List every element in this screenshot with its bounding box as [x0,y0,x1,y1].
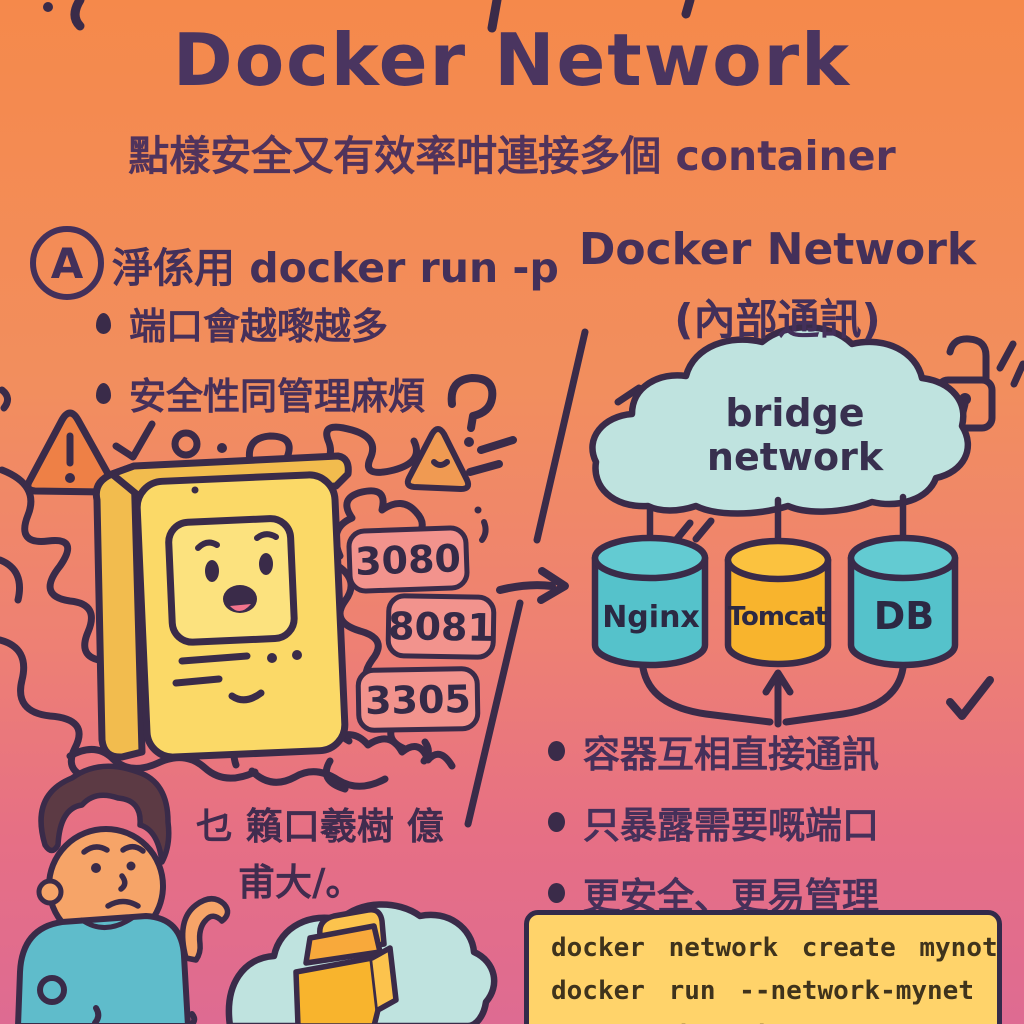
computer-illustration [92,452,352,761]
person-note-line2: 甫大/。 [238,861,363,904]
computer-face [195,531,279,613]
list-item: 容器互相直接通訊 [548,724,879,778]
list-item: 安全性同管理麻煩 [96,366,425,420]
bridge-network-cloud [589,324,972,517]
list-item: 只暴露需要嘅端口 [548,795,879,849]
warning-triangle-small-icon [404,426,472,492]
top-edge-glyph-fragments [43,0,695,33]
cloud-label-line: bridge [725,391,865,435]
doodle-check-circle [112,420,420,478]
bullet-icon [96,312,111,334]
left-bullet-label: 端口會越嚟越多 [129,305,388,348]
question-mark-doodle [447,374,517,476]
port-badge: 8081 [385,593,497,660]
bullet-icon [548,741,565,761]
right-bullet-label: 容器互相直接通訊 [583,733,879,776]
container-cylinder-tomcat [724,537,832,668]
bullet-icon [548,812,565,832]
divider-dot-tick [474,506,489,543]
port-badge: 3080 [345,524,471,595]
merge-bracket-arrow [639,664,907,728]
cloud-label-line: network [706,434,884,479]
port-badge: 3305 [355,665,481,734]
person-note-line1: 乜 籟口羲樹 億 [196,805,444,848]
left-bullet-list: 端口會越嚟越多 安全性同管理麻煩 [96,296,425,420]
container-boxes-icon [293,906,399,1024]
bottom-left-doodles [37,975,198,1024]
bullet-icon [96,382,111,404]
container-label-tomcat: Tomcat [727,602,828,632]
code-line: docker network create mynot [551,933,998,963]
section-a-badge: A [30,226,104,300]
bridge-network-label: bridge network [638,391,952,479]
container-label-nginx: Nginx [602,600,700,635]
bullet-icon [548,883,565,903]
checkmark-doodle [946,676,994,720]
right-section-subheading: (內部通訊) [674,295,881,344]
container-cylinder-nginx [591,534,709,669]
code-box: docker network create mynot docker run -… [524,910,1002,1024]
right-bullet-list: 容器互相直接通訊 只暴露需要嘅端口 更安全、更易管理 [548,724,879,920]
list-item: 端口會越嚟越多 [96,296,425,350]
code-line: - nome tamcet [551,1013,997,1024]
right-section-heading: Docker Network [578,224,977,275]
tangled-wires-left [0,386,112,783]
computer-panel-lines [172,486,302,704]
section-a-letter: A [50,238,84,288]
left-bullet-label: 安全性同管理麻煩 [129,375,425,418]
section-a-heading: 淨係用 docker run -p [112,244,559,292]
container-label-db: DB [873,594,935,638]
poster-subtitle: 點樣安全又有效率咁連接多個 container [128,132,896,180]
section-divider-line [464,328,589,828]
sad-person-face [81,844,146,909]
right-arrow [496,567,569,604]
container-cylinder-db [847,534,959,669]
code-line: docker run --network-mynet [551,976,974,1006]
thought-cloud-containers [225,901,498,1024]
right-bullet-label: 只暴露需要嘅端口 [583,804,879,847]
poster-title: Docker Network [172,18,852,102]
sad-person-illustration [15,763,231,1024]
